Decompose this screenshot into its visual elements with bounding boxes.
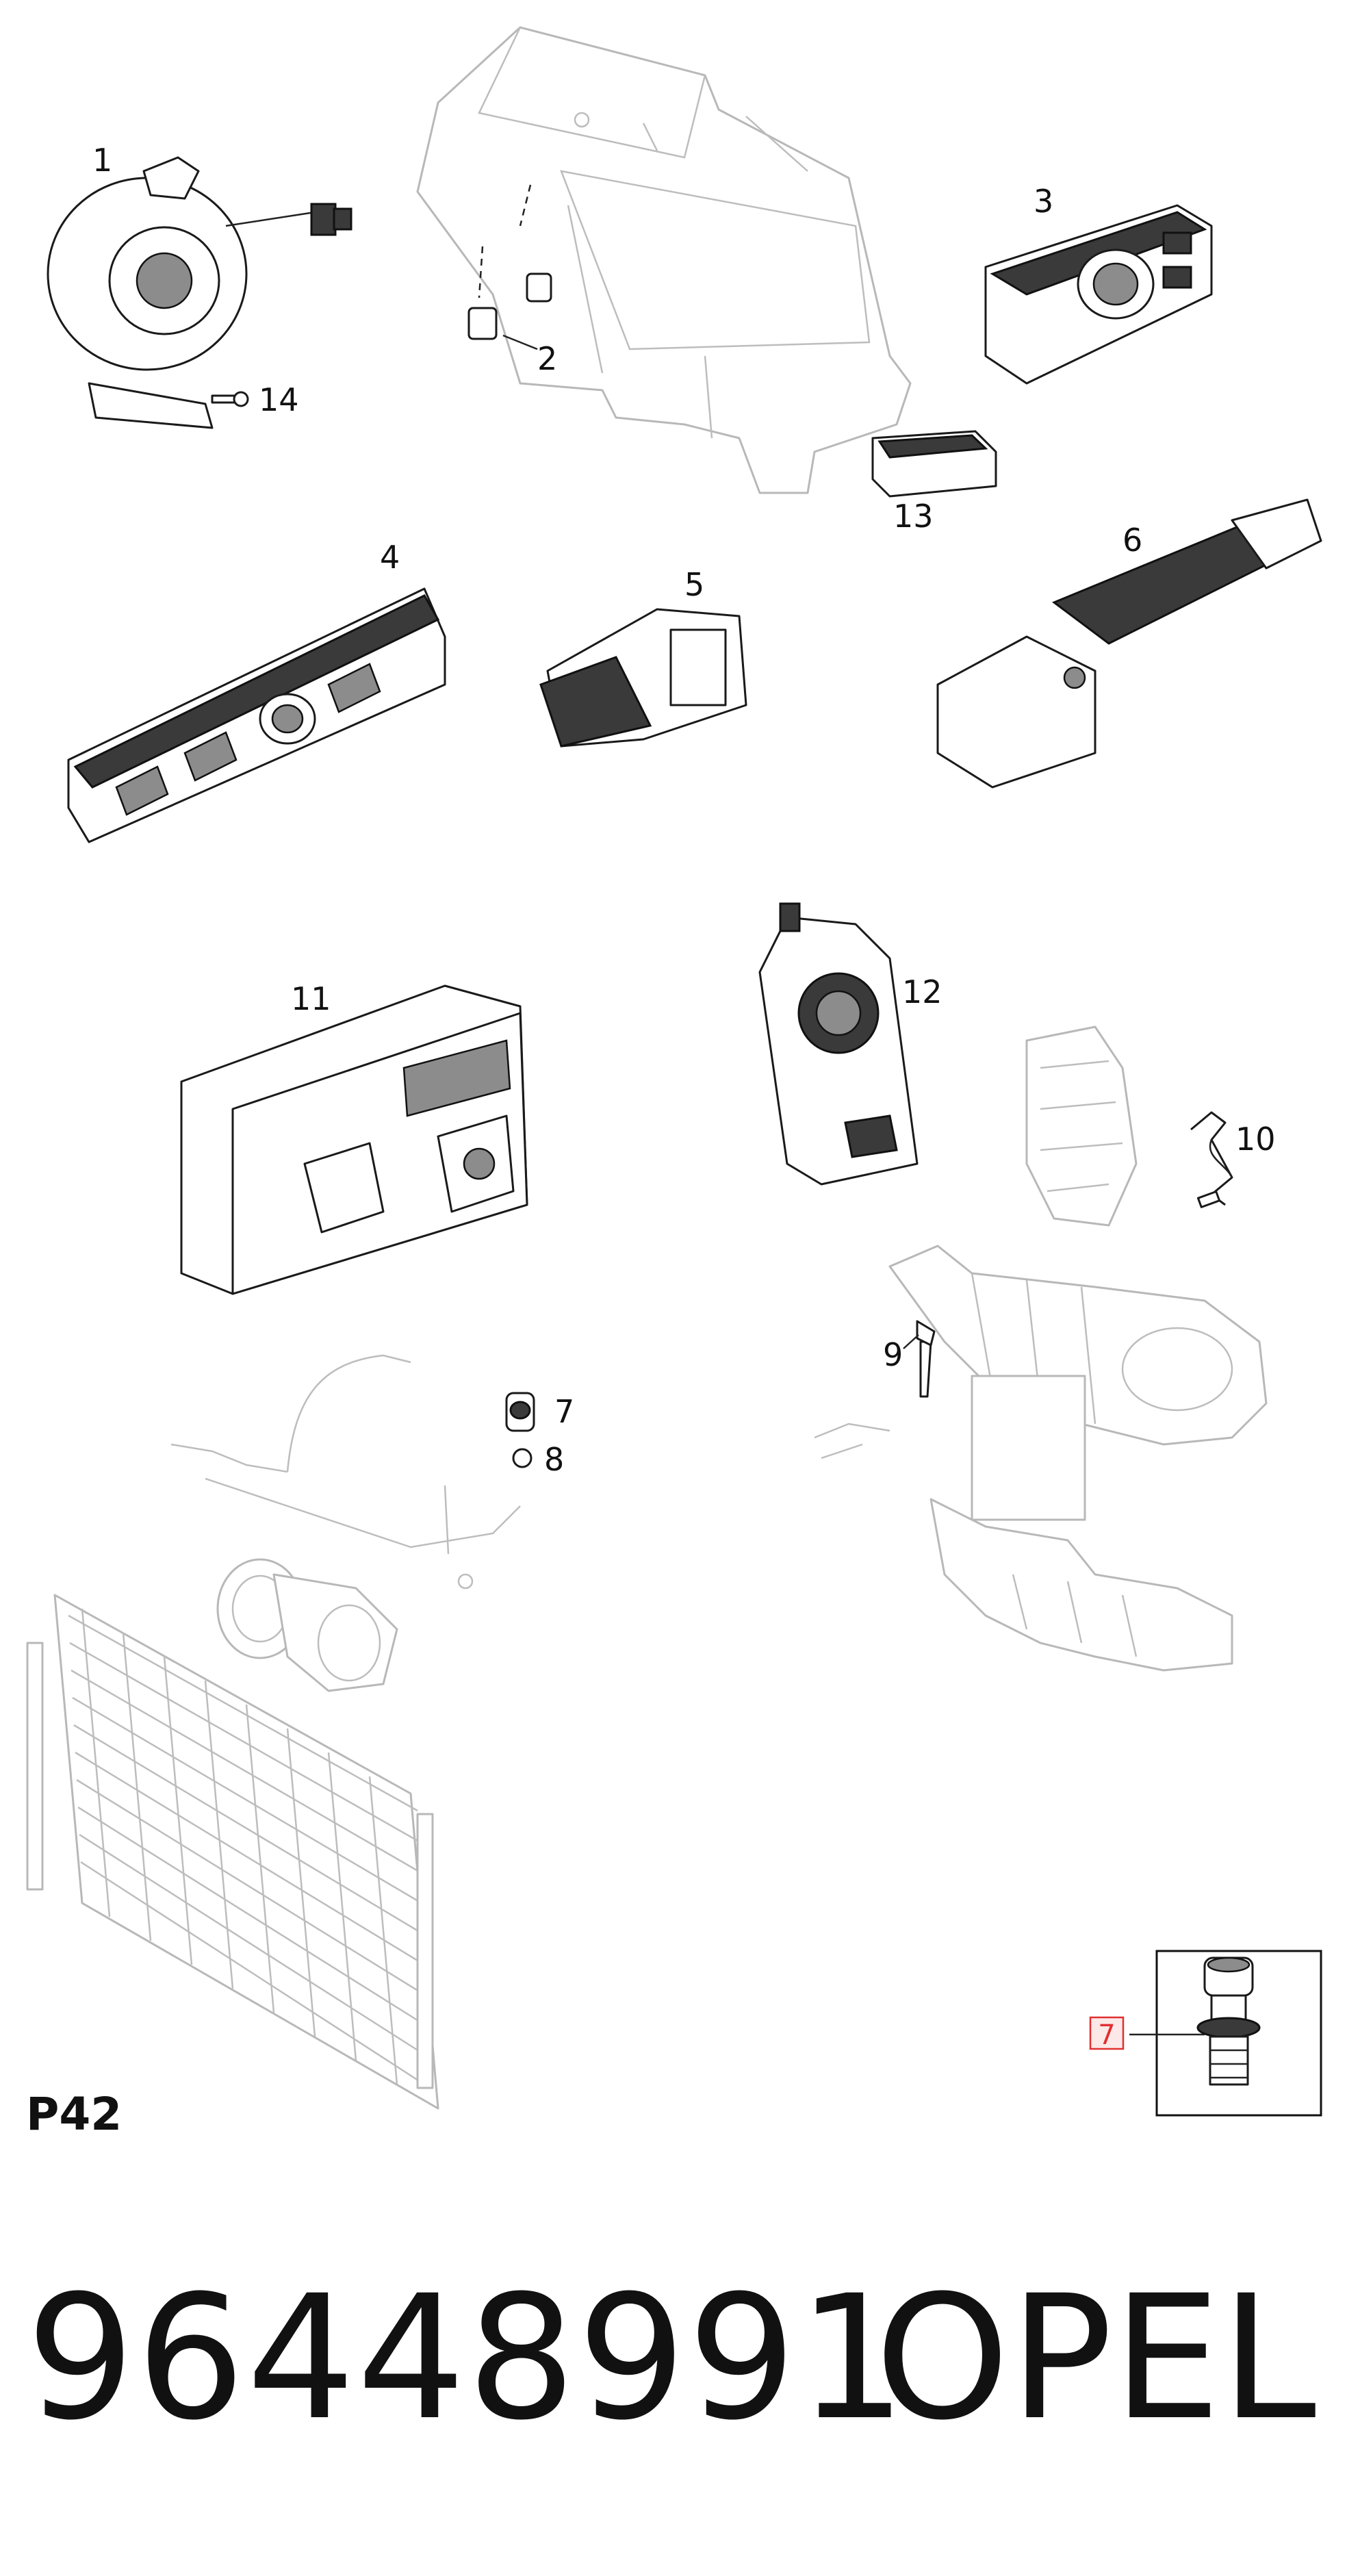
callout-10: 10	[1235, 1121, 1276, 1158]
bulb-holder-part	[467, 184, 552, 350]
switch-module-part	[539, 608, 747, 748]
o-ring-part	[512, 1448, 533, 1468]
callout-8: 8	[544, 1441, 564, 1478]
headlight-switch-part	[984, 204, 1213, 385]
hvac-housing-outline	[814, 1245, 1268, 1672]
switch-panel-part	[67, 587, 446, 843]
callout-7: 7	[554, 1393, 574, 1430]
highlight-callout-box	[1089, 2016, 1125, 2050]
clock-spring-part	[47, 156, 352, 429]
wiper-stalk-part	[936, 498, 1322, 789]
sensor-part	[758, 902, 919, 1186]
control-module-part	[180, 984, 528, 1295]
part-number: 96448991	[26, 2258, 908, 2458]
temperature-sensor-part	[903, 1320, 936, 1398]
inset-box	[1129, 1950, 1322, 2117]
compressor-outline	[216, 1558, 398, 1692]
connector-block-outline	[1025, 1025, 1138, 1227]
brand-name: OPEL	[875, 2258, 1316, 2458]
callout-13: 13	[893, 498, 934, 535]
callout-9: 9	[883, 1336, 903, 1373]
condenser-outline	[26, 1594, 439, 2110]
highlight-callout-label: 7	[1098, 2019, 1115, 2051]
callout-2: 2	[537, 340, 557, 377]
callout-4: 4	[380, 539, 400, 576]
callout-11: 11	[291, 980, 331, 1017]
dashboard-console-outline	[416, 26, 912, 494]
screw-part	[211, 391, 249, 407]
parts-diagram: 7 1 2 3 4 5 6 7 8 9 10 11 12 13 14	[26, 26, 1322, 2117]
callout-5: 5	[684, 566, 704, 603]
callout-6: 6	[1122, 522, 1142, 559]
callout-1: 1	[92, 142, 112, 179]
pressure-switch-small	[505, 1392, 535, 1432]
callout-3: 3	[1034, 183, 1053, 220]
callout-12: 12	[902, 973, 942, 1010]
callout-14: 14	[259, 381, 299, 418]
page-code: P42	[26, 2088, 123, 2141]
ac-lines-outline	[170, 1354, 521, 1590]
small-switch-part	[871, 430, 997, 498]
hose-fitting-part	[1190, 1111, 1233, 1208]
